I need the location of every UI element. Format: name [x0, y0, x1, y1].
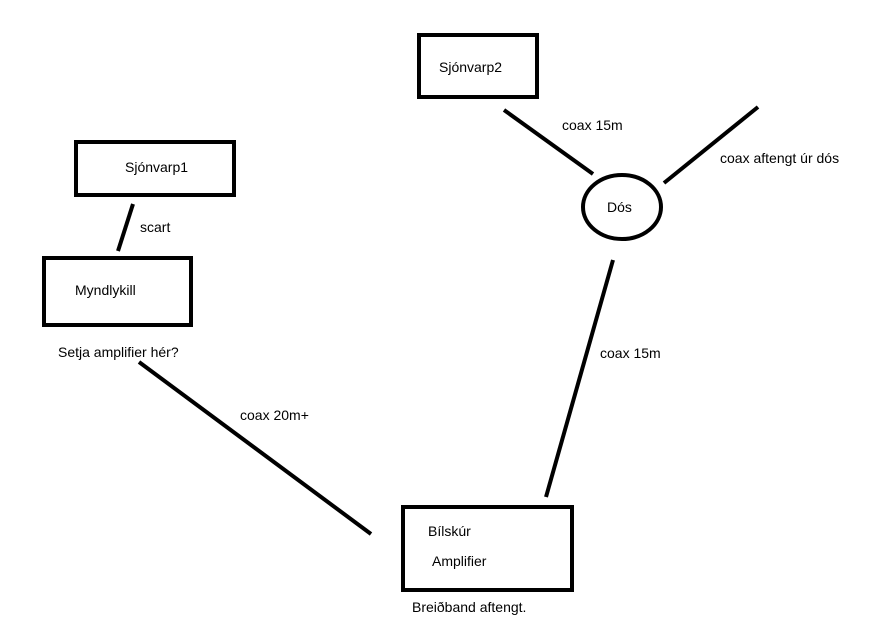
coax-disconnected-label: coax aftengt úr dós: [720, 150, 839, 166]
sjonvarp2-node: Sjónvarp2: [417, 33, 539, 99]
amplifier-label: Amplifier: [432, 553, 487, 569]
scart-cable-line: [116, 203, 135, 252]
coax-myndlykill-bilskur-line: [137, 360, 373, 536]
coax-sjonvarp2-dos-line: [502, 108, 595, 176]
sjonvarp1-node: Sjónvarp1: [74, 140, 236, 197]
coax-disconnected-line: [662, 105, 760, 185]
dos-label: Dós: [607, 199, 632, 215]
bilskur-node: Bílskúr Amplifier: [401, 505, 574, 592]
coax-dos-bilskur-label: coax 15m: [600, 345, 661, 361]
sjonvarp2-label: Sjónvarp2: [439, 59, 502, 75]
sjonvarp1-label: Sjónvarp1: [125, 159, 188, 175]
coax-sjonvarp2-dos-label: coax 15m: [562, 117, 623, 133]
amplifier-question-note: Setja amplifier hér?: [58, 344, 179, 360]
coax-dos-bilskur-line: [544, 259, 615, 498]
dos-node: Dós: [581, 173, 663, 241]
myndlykill-node: Myndlykill: [42, 256, 193, 327]
scart-label: scart: [140, 219, 170, 235]
bilskur-label: Bílskúr: [428, 523, 471, 539]
myndlykill-label: Myndlykill: [75, 282, 136, 298]
broadband-disconnected-note: Breiðband aftengt.: [412, 599, 526, 615]
coax-myndlykill-bilskur-label: coax 20m+: [240, 407, 309, 423]
